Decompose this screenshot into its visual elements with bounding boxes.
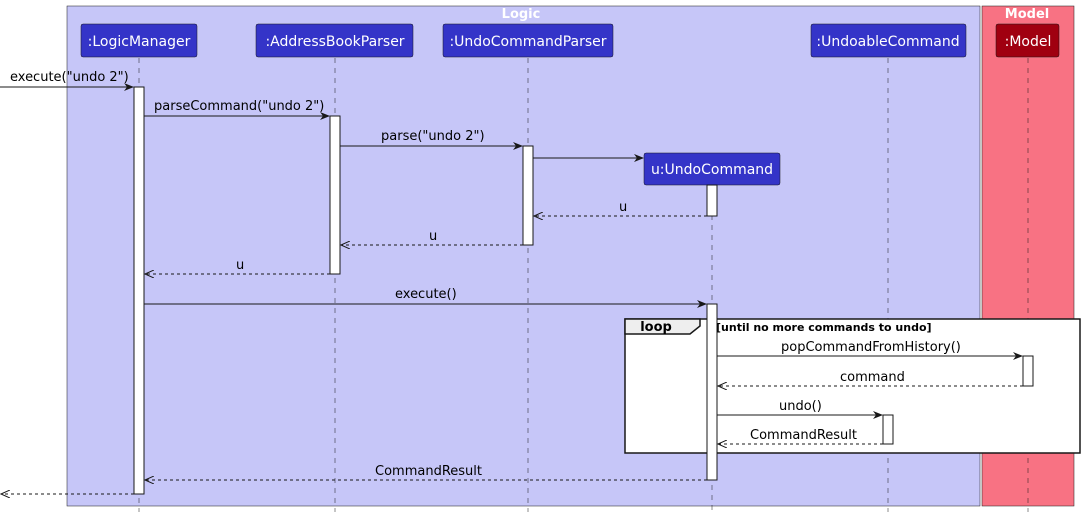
message-label-m6: u [429, 229, 437, 244]
activation-logic-manager [133, 86, 145, 495]
participant-address-book-parser: :AddressBookParser [255, 23, 414, 58]
model-box-title: Model [1005, 7, 1049, 22]
participant-undoable-command-label: :UndoableCommand [816, 34, 959, 50]
activation-model [1022, 355, 1034, 387]
participant-logic-manager: :LogicManager [80, 23, 198, 58]
message-label-m13: CommandResult [375, 464, 482, 479]
activation-address-book-parser [329, 115, 341, 275]
message-label-m5: u [619, 200, 627, 215]
message-label-m8: execute() [395, 287, 457, 302]
participant-undo-command-parser: :UndoCommandParser [442, 23, 614, 58]
message-label-m10: command [840, 370, 905, 385]
loop-guard: [until no more commands to undo] [716, 321, 932, 334]
participant-undo-command-label: u:UndoCommand [651, 162, 773, 178]
activation-undoable-command [882, 414, 894, 445]
message-label-m9: popCommandFromHistory() [781, 340, 961, 355]
logic-box-title: Logic [502, 7, 541, 22]
participant-undo-command-parser-label: :UndoCommandParser [449, 34, 606, 50]
participant-model-label: :Model [1005, 34, 1052, 50]
message-label-m3: parse("undo 2") [381, 129, 485, 144]
participant-undo-command: u:UndoCommand [643, 152, 781, 186]
activation-undo-command-parser [522, 145, 534, 246]
participant-logic-manager-label: :LogicManager [88, 34, 191, 50]
activation-undo-command-2 [706, 303, 718, 481]
message-label-m1: execute("undo 2") [10, 70, 129, 85]
participant-undoable-command: :UndoableCommand [810, 23, 967, 58]
message-label-m7: u [236, 258, 244, 273]
participant-address-book-parser-label: :AddressBookParser [265, 34, 404, 50]
message-label-m2: parseCommand("undo 2") [154, 99, 324, 114]
message-label-m12: CommandResult [750, 428, 857, 443]
activation-undo-command-1 [706, 184, 718, 217]
participant-model: :Model [995, 23, 1060, 58]
loop-keyword: loop [640, 320, 672, 335]
message-label-m11: undo() [779, 399, 822, 414]
